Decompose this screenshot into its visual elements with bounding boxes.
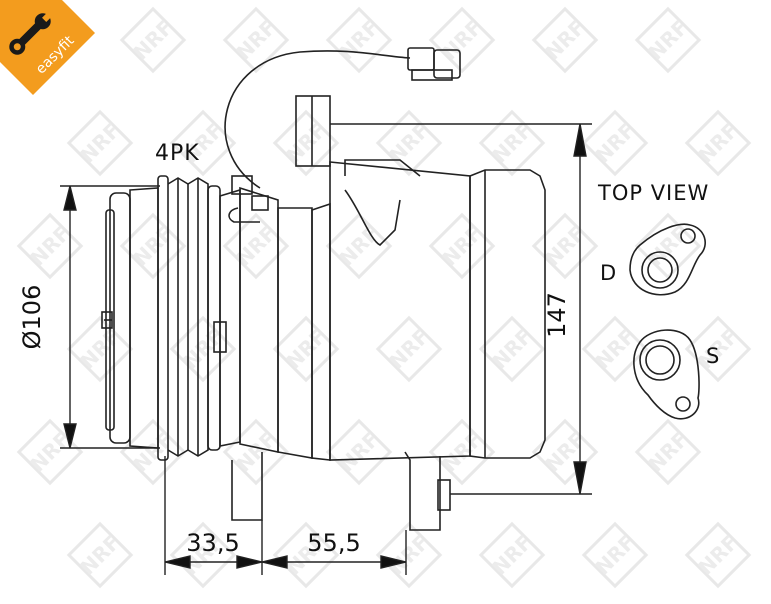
top-view-label: TOP VIEW [597,181,709,205]
watermark-tile: NRF [581,315,649,383]
watermark-tile: NRF [272,109,340,177]
watermark-text: NRF [643,427,692,476]
watermark-text: NRF [540,15,589,64]
watermark-text: NRF [75,324,124,373]
watermark-tile: NRF [16,212,84,280]
watermark-text: NRF [590,324,639,373]
watermark-text: NRF [693,530,742,579]
watermark-text: NRF [231,15,280,64]
watermark-text: NRF [231,221,280,270]
watermark-tile: NRF [478,521,546,589]
watermark-tile: NRF [66,315,134,383]
watermark-tile: NRF [325,6,393,74]
watermark-text: NRF [487,324,536,373]
watermark-tile: NRF [169,109,237,177]
watermark-tile: NRF [478,109,546,177]
watermark-text: NRF [231,427,280,476]
port-d-label: D [600,261,617,285]
watermark-tile: NRF [375,521,443,589]
watermark-text: NRF [590,118,639,167]
watermark-tile: NRF [272,315,340,383]
top-mount [295,95,331,167]
watermark-text: NRF [281,324,330,373]
watermark-text: NRF [334,15,383,64]
cylinder-block [329,161,471,461]
watermark-tile: NRF [478,315,546,383]
watermark-tile: NRF [375,315,443,383]
watermark-text: NRF [437,427,486,476]
top-view-fittings [629,223,706,420]
watermark-tile: NRF [325,212,393,280]
watermark-text: NRF [540,221,589,270]
watermark-text: NRF [384,530,433,579]
watermark-tile: NRF [531,212,599,280]
watermark-text: NRF [25,221,74,270]
watermark-tile: NRF [684,109,752,177]
watermark-tile: NRF [272,521,340,589]
watermark-tile: NRF [531,6,599,74]
watermark-tile: NRF [581,521,649,589]
height-value: 147 [543,292,571,338]
clutch-offset-value: 33,5 [186,529,239,557]
watermark-text: NRF [384,324,433,373]
watermark-tile: NRF [634,212,702,280]
connector [407,47,435,71]
watermark-text: NRF [281,118,330,167]
watermark-tile: NRF [684,521,752,589]
watermark-text: NRF [487,118,536,167]
watermark-tile: NRF [119,6,187,74]
mount-offset-value: 55,5 [307,529,360,557]
port-d-fitting [629,223,706,296]
easyfit-badge: easyfit [0,0,95,95]
watermark-text: NRF [75,118,124,167]
watermark-tile: NRF [684,315,752,383]
watermark-text: NRF [487,530,536,579]
badge-background [0,0,95,95]
watermark-text: NRF [590,530,639,579]
watermark-text: NRF [334,221,383,270]
dimension-lines [60,123,592,575]
watermark-tile: NRF [66,109,134,177]
watermark-text: NRF [334,427,383,476]
clutch-plate [109,192,131,444]
pulley-diameter-value: Ø106 [18,285,46,350]
watermark-text: NRF [437,15,486,64]
watermark-text: NRF [437,221,486,270]
watermark-tile: NRF [634,6,702,74]
port-s-fitting [633,329,700,420]
watermark-tile: NRF [66,521,134,589]
watermark-tile: NRF [428,6,496,74]
watermark-tile: NRF [325,418,393,486]
watermark-tile: NRF [375,109,443,177]
watermark-text: NRF [128,15,177,64]
watermark-text: NRF [128,221,177,270]
watermark-tile: NRF [634,418,702,486]
watermark-tile: NRF [581,109,649,177]
belt-label: 4PK [155,141,200,166]
wire [224,50,411,189]
watermark-text: NRF [75,530,124,579]
watermark-tile: NRF [531,418,599,486]
bottom-mount-right [404,451,441,531]
rear-head [469,169,546,459]
watermark-text: NRF [693,118,742,167]
compressor-drawing [101,47,546,531]
watermark-tile: NRF [169,521,237,589]
watermark-tile: NRF [428,418,496,486]
watermark-layer: NRF NRF NRF NRF NRF NRF NRF NRF NRF NRF NRF NRF NRF N… [16,6,752,589]
port-s-label: S [706,344,720,368]
watermark-tile: NRF [428,212,496,280]
watermark-tile: NRF [222,6,290,74]
watermark-text: NRF [643,15,692,64]
bottom-mount-left [231,452,263,521]
wrench-icon [9,12,52,55]
